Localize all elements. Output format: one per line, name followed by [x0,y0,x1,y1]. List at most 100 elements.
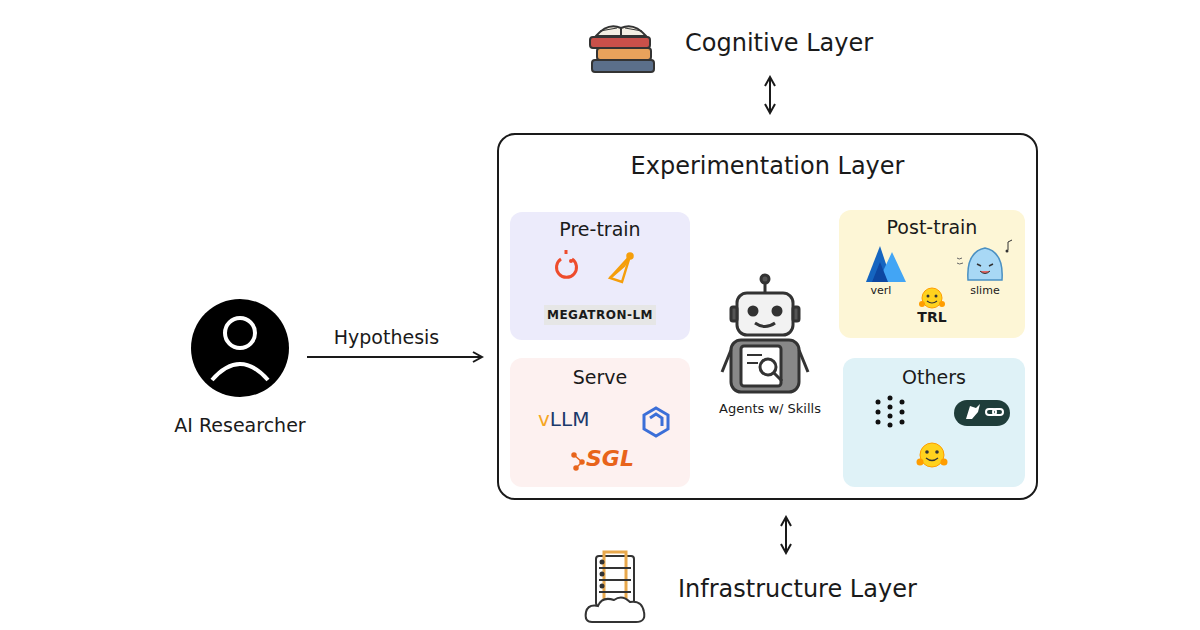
pytorch-logo [557,250,577,277]
sglang-mark [572,453,584,470]
node-title: Experimentation Layer [499,152,1036,181]
category-box: Post-trainverlTRLslime [839,210,1025,338]
node-title: Agents w/ Skills [700,401,840,417]
hugging-face-emoji-part [925,450,929,454]
node-title: Serve [510,366,690,389]
cloud-serving-logo [644,408,668,436]
server-cloud-icon [586,552,645,622]
cloud-serving-logo-part [644,408,668,436]
category-box: Pre-trainMEGATRON-LM [510,212,690,340]
verl-logo [866,246,906,282]
node-title: Others [843,366,1025,389]
framework-logo-part [628,254,633,259]
logo-text: MEGATRON-LM [544,305,656,325]
node-title: Post-train [839,216,1025,239]
pytorch-logo-part [569,259,573,263]
hugging-face-emoji-part [927,301,937,303]
robot-agent-part [747,354,762,356]
chain-logo-part [986,409,996,415]
chain-logo [954,400,1010,426]
hugging-face-emoji-part [927,295,930,298]
sglang-mark-part [580,460,584,464]
hugging-face-emoji-part [917,459,924,466]
server-cloud-icon-part [601,585,604,588]
books-icon-part [592,60,654,72]
robot-agent-part [741,346,781,386]
robot-agent-part [747,362,758,364]
robot-agent-part [761,275,769,283]
hugging-face-emoji-part [935,450,939,454]
dot-grid-logo-part [900,400,905,405]
actor-node: AI Researcher [175,296,305,446]
framework-logo [610,254,633,283]
chain-logo-part [966,404,980,419]
books-icon-part [597,48,651,60]
server-cloud-icon-part [599,567,631,569]
node-title: Cognitive Layer [685,29,900,58]
dot-grid-logo [876,396,905,428]
verl-logo-part [878,252,906,282]
slime-mascot-part [977,264,993,266]
robot-agent-part [737,293,793,335]
server-cloud-icon-part [604,552,626,608]
server-cloud-icon-part [599,591,631,593]
hugging-face-emoji-part [920,443,944,467]
robot-agent-part [731,307,737,321]
connector-arrow [307,356,482,358]
robot-agent-part [773,307,781,315]
person-avatar [191,299,289,397]
verl-logo-part [866,246,892,282]
robot-agent [722,275,808,392]
sglang-mark-part [574,466,578,470]
robot-agent-part [731,340,799,392]
robot-agent-part [774,373,782,381]
books-icon-part [590,37,650,48]
hugging-face-emoji-part [926,458,938,461]
robot-agent-part [764,282,767,293]
hugging-face-emoji-part [941,459,948,466]
layer-label: Infrastructure Layer [585,555,965,623]
chain-logo-part [993,409,1003,415]
logo-text: TRL [912,309,952,326]
dot-grid-logo-part [876,410,881,415]
books-icon-part [621,26,646,36]
robot-agent-part [755,323,775,327]
logo-text: slime [964,284,1006,297]
edge-label: Hypothesis [334,326,439,349]
slime-mascot [957,240,1012,280]
hugging-face-emoji-part [939,301,945,307]
dot-grid-logo-part [888,414,893,419]
sglang-mark-part [576,462,582,468]
hugging-face-emoji-part [919,301,925,307]
cloud-serving-logo-part [650,414,662,426]
dot-grid-logo-part [900,420,905,425]
hugging-face-emoji-part [935,295,938,298]
server-cloud-icon-part [586,597,645,622]
robot-agent-part [722,350,731,372]
person-avatar-part [225,318,255,348]
server-cloud-icon-part [596,556,634,606]
category-box: Serve vLLM SGL [510,358,690,487]
verl-logo-part [872,262,888,282]
robot-agent-part [793,307,799,321]
slime-mascot-part [1006,250,1009,253]
person-avatar-part [212,364,268,380]
node-title: Infrastructure Layer [678,575,963,604]
books-icon [590,26,654,72]
server-cloud-icon-part [601,561,604,564]
logo-text: SGL [586,446,646,472]
node-title: AI Researcher [160,414,320,437]
sglang-mark-part [574,455,582,462]
dot-grid-logo-part [876,420,881,425]
connector-arrow [769,77,771,113]
category-box: Others [843,358,1025,487]
agent-node: Agents w/ Skills [705,275,835,420]
dot-grid-logo-part [888,423,893,428]
pytorch-logo-part [557,259,577,277]
framework-logo-part [610,256,630,278]
logo-text: vLLM [538,407,608,431]
slime-mascot-part [980,271,990,274]
